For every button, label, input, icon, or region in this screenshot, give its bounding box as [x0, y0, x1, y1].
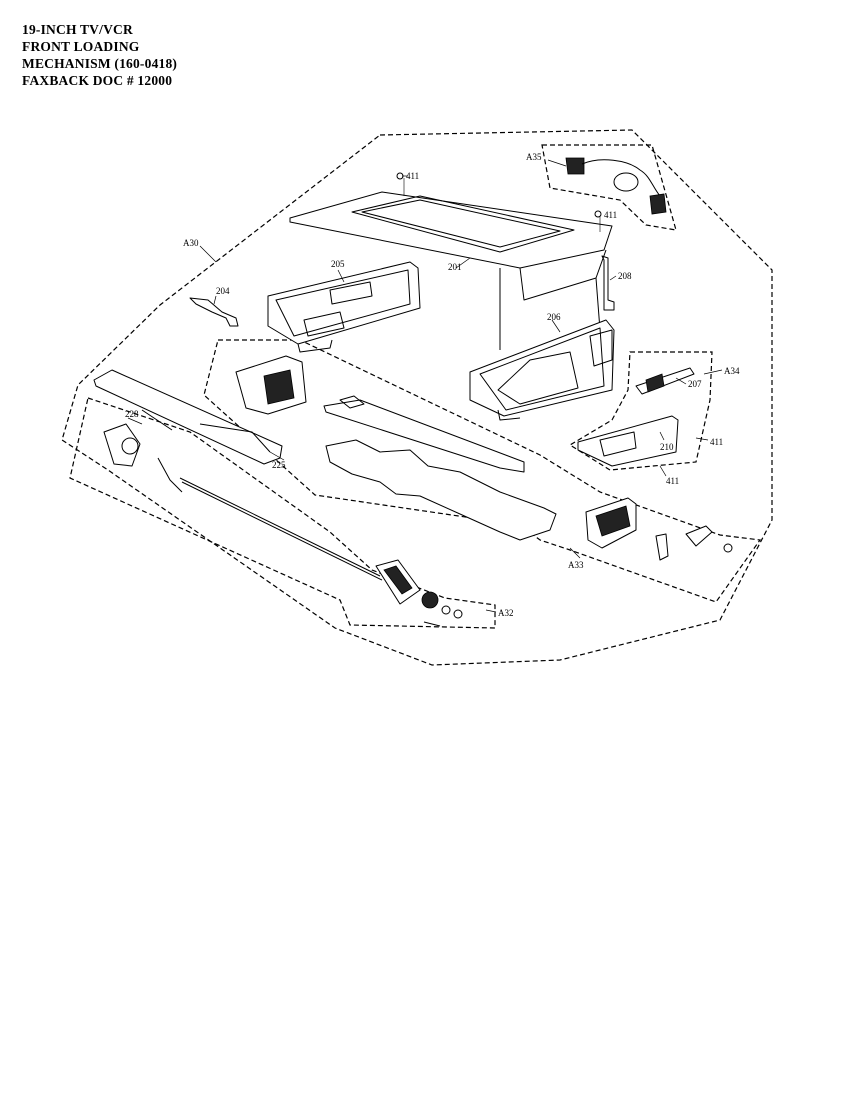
part-206-right-bracket: [469, 319, 615, 421]
title-line-4: FAXBACK DOC # 12000: [22, 73, 173, 88]
leader-lines: [127, 159, 723, 613]
callout-411-top: 411: [406, 171, 419, 181]
callout-205: 205: [331, 259, 345, 269]
callout-208: 208: [618, 271, 632, 281]
subassembly-boundary-a34: [568, 351, 713, 471]
callout-411-right-mid: 411: [710, 437, 723, 447]
subassembly-boundary-a33: [203, 339, 762, 603]
title-line-1: 19-INCH TV/VCR: [22, 22, 133, 37]
subassembly-boundary-a32: [69, 397, 496, 629]
callout-206: 206: [547, 312, 561, 322]
callout-411-right-low: 411: [666, 476, 679, 486]
assembly-boundary-a30: [61, 129, 773, 666]
callout-a30: A30: [183, 238, 199, 248]
callout-411-right-top: 411: [604, 210, 617, 220]
callout-207: 207: [688, 379, 702, 389]
a33-switch-assembly: [585, 497, 733, 561]
a32-drive-assembly: [103, 423, 463, 627]
title-line-2: FRONT LOADING: [22, 39, 140, 54]
callout-a33: A33: [568, 560, 584, 570]
a35-sensor-harness: [565, 157, 667, 215]
part-210-plate: [577, 415, 679, 467]
a33-base-plate: [325, 439, 557, 541]
a33-long-rail: [323, 395, 525, 473]
subassembly-boundary-a35: [541, 144, 677, 231]
part-208-clip: [601, 255, 615, 311]
callout-210: 210: [660, 442, 674, 452]
callout-a34: A34: [724, 366, 740, 376]
callout-228: 228: [125, 409, 139, 419]
part-205-left-bracket: [267, 261, 421, 353]
a33-front-bracket: [235, 355, 307, 415]
title-block: 19-INCH TV/VCR FRONT LOADING MECHANISM (…: [22, 21, 177, 89]
part-207-slider: [635, 367, 695, 395]
callout-225: 225: [272, 460, 286, 470]
title-line-3: MECHANISM (160-0418): [22, 56, 178, 71]
callout-a35: A35: [526, 152, 542, 162]
part-204-lever: [189, 297, 239, 327]
callout-201: 201: [448, 262, 462, 272]
callout-a32: A32: [498, 608, 514, 618]
part-201-top-chassis: [289, 172, 613, 350]
callout-204: 204: [216, 286, 230, 296]
